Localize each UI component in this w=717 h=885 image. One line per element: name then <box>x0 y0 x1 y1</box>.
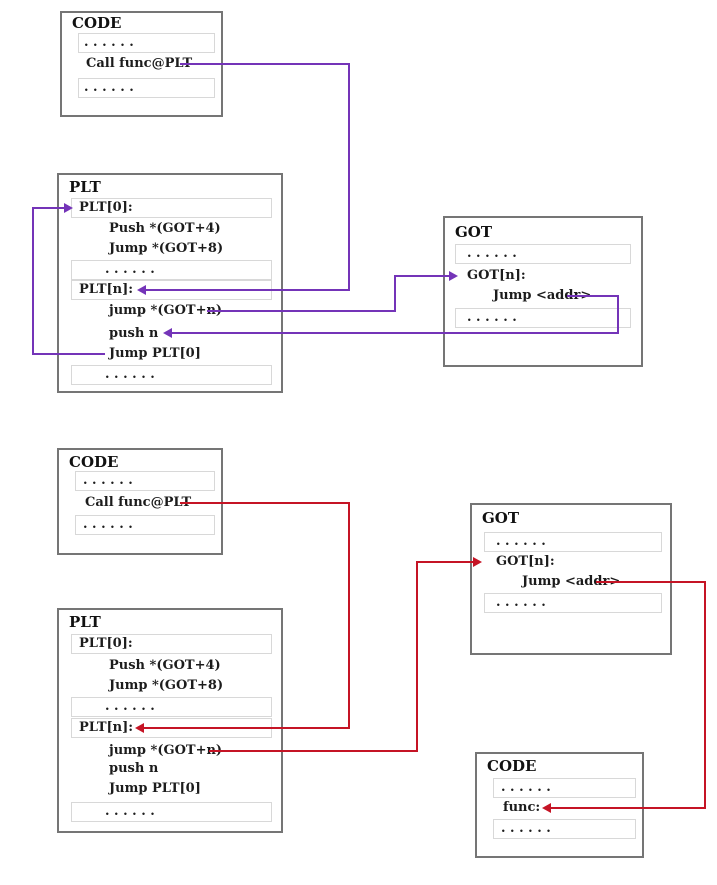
row-text-got-bottom-0: . . . . . . <box>496 534 546 549</box>
box-title-code-func: CODE <box>487 757 537 775</box>
arrow-jumpplt0-to-plt0-lazy-head <box>64 203 73 213</box>
arrow-jump-to-gotn-resolved-segment <box>416 561 418 752</box>
row-text-plt-bottom-4: PLT[n]: <box>79 720 134 735</box>
arrow-jumpplt0-to-plt0-lazy-segment <box>32 207 34 355</box>
arrow-gotaddr-to-func-resolved-segment <box>596 581 706 583</box>
row-text-code-bottom-2: . . . . . . <box>83 517 133 532</box>
box-code-bottom <box>57 448 223 555</box>
row-frame-got-bottom-3 <box>484 593 662 613</box>
arrow-gotaddr-to-pushn-lazy-head <box>163 328 172 338</box>
arrow-gotaddr-to-pushn-lazy-segment <box>170 332 619 334</box>
row-frame-plt-top-8 <box>71 365 272 385</box>
row-frame-got-bottom-0 <box>484 532 662 552</box>
row-text-got-top-1: GOT[n]: <box>467 268 526 283</box>
row-text-got-bottom-3: . . . . . . <box>496 595 546 610</box>
box-got-top <box>443 216 643 367</box>
arrow-jump-to-gotn-lazy-segment <box>394 275 451 277</box>
row-text-code-top-0: . . . . . . <box>84 35 134 50</box>
arrow-gotaddr-to-pushn-lazy-segment <box>567 295 619 297</box>
row-text-plt-bottom-1: Push *(GOT+4) <box>109 658 221 673</box>
row-text-plt-bottom-8: . . . . . . <box>105 804 155 819</box>
arrow-jump-to-gotn-resolved-segment <box>416 561 475 563</box>
arrow-gotaddr-to-func-resolved-segment <box>704 581 706 809</box>
row-text-plt-top-6: push n <box>109 326 159 341</box>
row-frame-code-func-0 <box>493 778 636 798</box>
row-text-plt-bottom-5: jump *(GOT+n) <box>109 743 223 758</box>
box-title-got-top: GOT <box>455 223 493 241</box>
arrow-gotaddr-to-pushn-lazy-segment <box>617 295 619 334</box>
arrow-call-to-pltn-lazy-segment <box>144 289 350 291</box>
row-text-plt-top-0: PLT[0]: <box>79 200 133 215</box>
row-text-plt-top-8: . . . . . . <box>105 367 155 382</box>
row-text-got-top-2: Jump <addr> <box>493 288 592 303</box>
row-text-plt-top-1: Push *(GOT+4) <box>109 221 221 236</box>
row-text-code-top-2: . . . . . . <box>84 80 134 95</box>
row-frame-plt-top-3 <box>71 260 272 280</box>
box-title-plt-top: PLT <box>69 178 101 196</box>
arrow-jump-to-gotn-lazy-segment <box>394 275 396 312</box>
box-title-code-bottom: CODE <box>69 453 119 471</box>
row-text-code-bottom-0: . . . . . . <box>83 473 133 488</box>
arrow-jump-to-gotn-resolved-segment <box>209 750 418 752</box>
arrow-jump-to-gotn-resolved-head <box>473 557 482 567</box>
box-code-func <box>475 752 644 858</box>
row-text-code-func-1: func: <box>503 800 541 815</box>
arrow-jumpplt0-to-plt0-lazy-segment <box>32 353 105 355</box>
box-title-code-top: CODE <box>72 14 122 32</box>
row-text-plt-bottom-6: push n <box>109 761 159 776</box>
arrow-call-to-pltn-resolved-segment <box>180 502 350 504</box>
row-text-code-func-2: . . . . . . <box>501 821 551 836</box>
row-frame-code-bottom-0 <box>75 471 215 491</box>
row-frame-plt-bottom-0 <box>71 634 272 654</box>
arrow-gotaddr-to-func-resolved-head <box>542 803 551 813</box>
row-text-plt-bottom-0: PLT[0]: <box>79 636 133 651</box>
box-title-got-bottom: GOT <box>482 509 520 527</box>
row-text-got-top-0: . . . . . . <box>467 246 517 261</box>
row-frame-plt-bottom-8 <box>71 802 272 822</box>
arrow-gotaddr-to-func-resolved-segment <box>549 807 706 809</box>
arrow-call-to-pltn-lazy-head <box>137 285 146 295</box>
row-text-code-top-1: Call func@PLT <box>86 56 193 71</box>
row-text-got-bottom-1: GOT[n]: <box>496 554 555 569</box>
row-frame-got-top-3 <box>455 308 631 328</box>
arrow-jump-to-gotn-lazy-head <box>449 271 458 281</box>
arrow-jump-to-gotn-lazy-segment <box>207 310 396 312</box>
row-text-got-top-3: . . . . . . <box>467 310 517 325</box>
box-title-plt-bottom: PLT <box>69 613 101 631</box>
row-text-plt-top-4: PLT[n]: <box>79 282 134 297</box>
row-text-plt-top-5: jump *(GOT+n) <box>109 303 223 318</box>
row-frame-code-top-2 <box>78 78 215 98</box>
arrow-call-to-pltn-resolved-segment <box>348 502 350 729</box>
arrow-call-to-pltn-resolved-segment <box>142 727 350 729</box>
row-frame-plt-bottom-3 <box>71 697 272 717</box>
arrow-jumpplt0-to-plt0-lazy-segment <box>32 207 66 209</box>
row-frame-got-top-0 <box>455 244 631 264</box>
row-text-plt-bottom-3: . . . . . . <box>105 699 155 714</box>
row-frame-code-func-2 <box>493 819 636 839</box>
arrow-call-to-pltn-lazy-segment <box>348 63 350 291</box>
row-text-plt-bottom-7: Jump PLT[0] <box>109 781 201 796</box>
row-frame-code-top-0 <box>78 33 215 53</box>
row-text-plt-top-3: . . . . . . <box>105 262 155 277</box>
box-got-bottom <box>470 503 672 655</box>
row-frame-code-bottom-2 <box>75 515 215 535</box>
row-text-plt-top-7: Jump PLT[0] <box>109 346 201 361</box>
row-text-code-func-0: . . . . . . <box>501 780 551 795</box>
row-text-code-bottom-1: Call func@PLT <box>85 495 192 510</box>
row-text-plt-bottom-2: Jump *(GOT+8) <box>109 678 224 693</box>
arrow-call-to-pltn-lazy-segment <box>180 63 350 65</box>
row-text-plt-top-2: Jump *(GOT+8) <box>109 241 224 256</box>
arrow-call-to-pltn-resolved-head <box>135 723 144 733</box>
row-text-got-bottom-2: Jump <addr> <box>522 574 621 589</box>
